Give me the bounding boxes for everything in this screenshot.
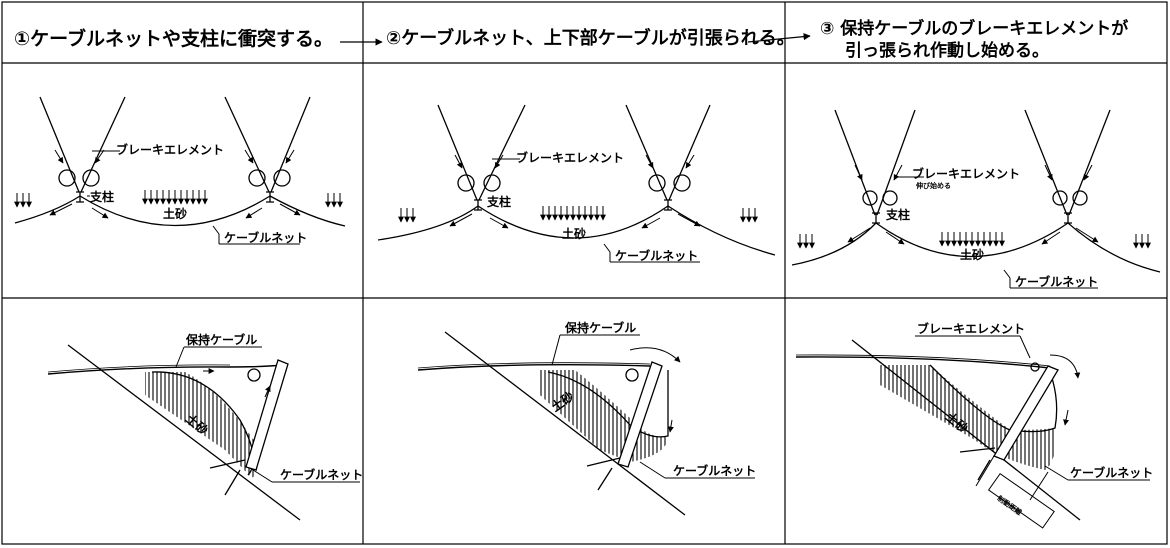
brake-ring bbox=[882, 190, 898, 206]
post-symbol bbox=[664, 199, 672, 211]
brake-ring bbox=[82, 169, 100, 187]
step-3-title-line1: ③ 保持ケーブルのブレーキエレメントが bbox=[820, 19, 1129, 39]
brake-ring bbox=[648, 174, 666, 192]
step-1-title: ①ケーブルネットや支柱に衝突する。 bbox=[14, 28, 333, 50]
label-post: 支柱 bbox=[89, 189, 114, 204]
cable-net-line bbox=[14, 195, 346, 227]
label-cable-net: ケーブルネット bbox=[1070, 465, 1153, 480]
label-brake-element: ブレーキエレメント bbox=[917, 321, 1025, 336]
step-2-title: ②ケーブルネット、上下部ケーブルが引張られる。 bbox=[386, 28, 795, 49]
post-symbol bbox=[474, 199, 482, 211]
brake-ring bbox=[1030, 362, 1040, 372]
panel-1-bottom bbox=[47, 344, 360, 521]
load-arrows bbox=[797, 232, 1151, 249]
label-brake-element: ブレーキエレメント bbox=[516, 150, 624, 165]
label-cable-net: ケーブルネット bbox=[280, 467, 363, 482]
brake-ring bbox=[1072, 190, 1088, 206]
post-symbol bbox=[76, 191, 84, 203]
label-soil: 土砂 bbox=[960, 247, 984, 262]
brake-ring bbox=[247, 368, 261, 382]
slope-line bbox=[444, 331, 686, 516]
post bbox=[993, 365, 1059, 461]
soil-mass bbox=[145, 372, 258, 478]
label-brake-element: ブレーキエレメント bbox=[912, 166, 1020, 181]
brake-ring bbox=[673, 174, 691, 192]
post-symbol bbox=[872, 212, 880, 224]
label-cable-net: ケーブルネット bbox=[615, 248, 698, 263]
brake-ring bbox=[625, 368, 639, 382]
brake-ring bbox=[862, 190, 878, 206]
post bbox=[617, 361, 663, 468]
step-3-title-line2: 引っ張られ作動し始める。 bbox=[845, 41, 1049, 61]
label-soil: 土砂 bbox=[562, 226, 586, 241]
label-soil: 土砂 bbox=[163, 206, 187, 221]
label-post: 支柱 bbox=[486, 194, 511, 209]
panel-2-top bbox=[377, 104, 776, 263]
label-holding-cable: 保持ケーブル bbox=[564, 320, 636, 335]
slope-line bbox=[67, 344, 301, 521]
load-arrows bbox=[14, 190, 343, 208]
label-cable-net: ケーブルネット bbox=[673, 463, 756, 478]
brake-ring bbox=[273, 169, 291, 187]
label-cable-net: ケーブルネット bbox=[224, 230, 307, 245]
labels: ブレーキエレメント 支柱 土砂 ケーブルネット ブレーキエレメント 支柱 土砂 … bbox=[89, 142, 1153, 517]
label-holding-cable: 保持ケーブル bbox=[185, 332, 257, 347]
label-brake-element: ブレーキエレメント bbox=[116, 142, 224, 157]
post-symbol bbox=[1064, 212, 1072, 224]
brake-ring bbox=[1052, 190, 1068, 206]
cable-net-curve bbox=[929, 364, 1058, 433]
panel-1-top bbox=[14, 96, 346, 245]
step-arrow-2 bbox=[747, 33, 811, 43]
cable-net-curve bbox=[547, 370, 669, 438]
post-symbol bbox=[266, 191, 274, 203]
label-post: 支柱 bbox=[885, 207, 910, 222]
post bbox=[245, 359, 289, 471]
header-arrows bbox=[340, 33, 811, 46]
brake-ring bbox=[483, 174, 501, 192]
brake-range-box bbox=[987, 472, 1055, 529]
load-arrows bbox=[398, 206, 758, 223]
brake-ring bbox=[248, 169, 266, 187]
label-brake-stretch: 伸び始める bbox=[915, 181, 951, 190]
brake-ring bbox=[58, 169, 76, 187]
panel-3-top bbox=[791, 109, 1161, 289]
cable-net-line bbox=[791, 222, 1161, 273]
label-cable-net: ケーブルネット bbox=[1015, 274, 1098, 289]
panel-2-bottom bbox=[417, 331, 755, 516]
brake-ring bbox=[457, 174, 475, 192]
panel-3-bottom bbox=[795, 335, 1150, 529]
cable-net-line bbox=[377, 205, 776, 256]
